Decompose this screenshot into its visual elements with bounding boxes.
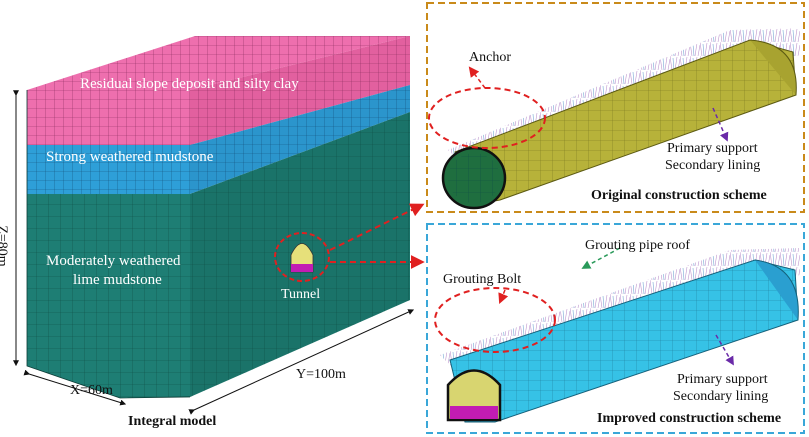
label-anchor: Anchor [469,50,511,65]
callout-arrow-original [329,203,425,251]
caption-integral-model: Integral model [128,414,217,429]
label-moderately-weathered-1: Moderately weathered [46,253,181,269]
tunnel-section [274,232,330,282]
tunnel-callout-circle [274,232,330,282]
label-original-primary: Primary support [667,141,758,156]
original-frame [426,2,805,213]
label-y-dimension: Y=100m [296,367,346,382]
label-grouting-bolt: Grouting Bolt [443,272,522,287]
improved-scheme-panel [426,223,805,434]
label-z-dimension: Z=80m [0,225,10,267]
label-strong-weathered: Strong weathered mudstone [46,149,214,165]
caption-original-scheme: Original construction scheme [591,188,767,203]
label-original-secondary: Secondary lining [665,158,761,173]
label-improved-secondary: Secondary lining [673,389,769,404]
label-x-dimension: X=60m [70,383,113,398]
y-dimension-arrow [188,309,415,415]
x-dimension-arrow [23,369,127,406]
integral-model [13,36,415,415]
anchor-callout [428,87,546,149]
improved-frame [426,223,805,434]
label-tunnel: Tunnel [281,287,321,302]
bolt-callout [434,287,556,353]
label-grouting-pipe-roof: Grouting pipe roof [585,238,690,253]
label-improved-primary: Primary support [677,372,768,387]
caption-improved-scheme: Improved construction scheme [597,411,782,426]
label-moderately-weathered-2: lime mudstone [73,272,162,288]
original-scheme-panel [426,2,805,213]
label-residual-slope: Residual slope deposit and silty clay [80,76,299,92]
